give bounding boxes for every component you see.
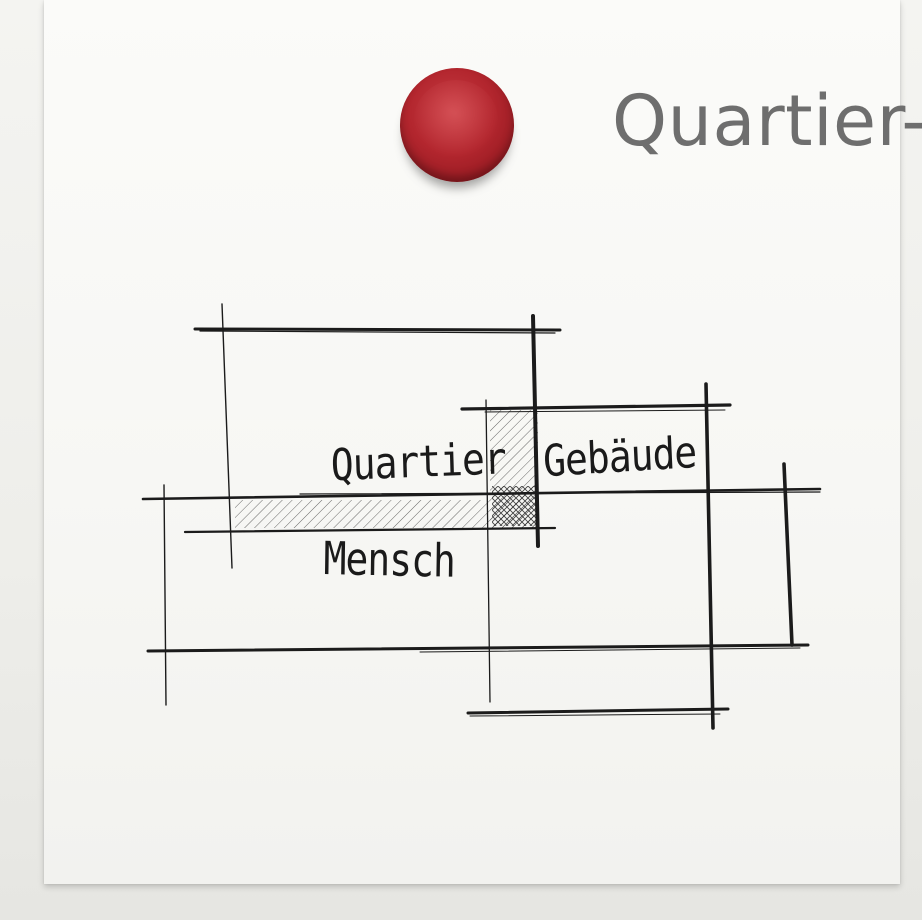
mensch-box: [141, 462, 822, 706]
heading-text: Quartier-: [612, 80, 922, 162]
label-mensch: Mensch: [323, 532, 456, 588]
label-quartier: Quartier: [330, 432, 507, 491]
label-gebaude: Gebäude: [542, 426, 698, 487]
quartier-box: [183, 303, 562, 569]
magnet-icon: [400, 68, 514, 182]
